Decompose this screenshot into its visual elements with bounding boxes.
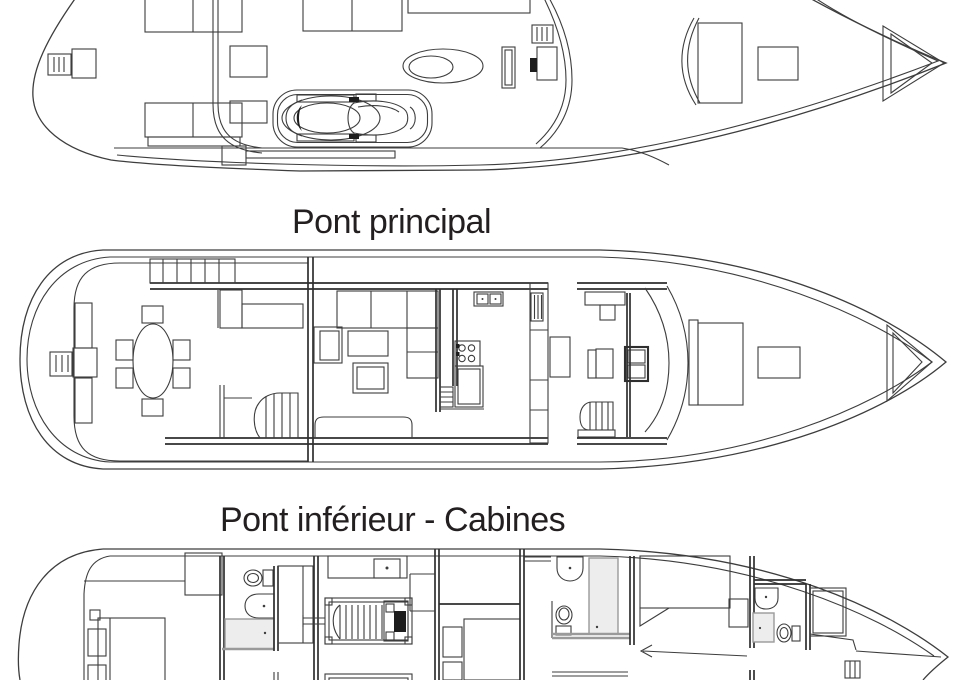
side-cabinets — [229, 45, 268, 124]
hull — [32, 0, 948, 172]
armchair — [313, 326, 343, 364]
salon-bench — [314, 416, 413, 438]
stairs-down-forward — [577, 401, 616, 438]
gangway — [221, 145, 396, 166]
counter — [327, 555, 408, 579]
deck-hatches — [697, 22, 799, 104]
toilet-icon — [243, 569, 274, 587]
guest-cabin — [409, 549, 551, 680]
main-deck-label: Pont principal — [292, 203, 492, 241]
hull — [19, 249, 948, 470]
dining-table — [132, 323, 174, 399]
bow-direction-marker-icon — [886, 323, 933, 403]
galley-stove — [454, 340, 481, 367]
sun-deck-plan — [32, 0, 948, 172]
sink-icon — [754, 587, 779, 610]
salon-walls — [150, 282, 667, 445]
windshield — [644, 285, 699, 441]
companionway-steps — [844, 660, 861, 679]
jet-ski-tender — [272, 89, 433, 148]
sunpads — [144, 0, 531, 147]
galley-sink — [473, 291, 504, 307]
dining-chairs — [115, 305, 191, 417]
salon-sofa — [336, 290, 439, 379]
wardrobe — [277, 565, 314, 644]
deck-hatch — [757, 346, 801, 379]
guest-bathroom — [551, 556, 635, 677]
forward-cabin — [809, 587, 861, 679]
galley-counter-column — [529, 282, 549, 444]
shower — [224, 618, 275, 650]
stairs-down-aft — [219, 385, 299, 439]
flybridge-stairs — [149, 258, 304, 329]
main-deck-plan — [19, 249, 948, 470]
boarding-ladder — [47, 48, 97, 79]
toilet-icon — [776, 623, 801, 643]
cocktail-table — [402, 48, 484, 84]
propeller-shaft — [302, 615, 325, 627]
aft-cabin-bed — [87, 617, 166, 680]
mast-equipment — [501, 24, 558, 89]
coffee-table — [347, 330, 389, 357]
wheelhouse — [577, 285, 699, 441]
bow-direction-marker-icon — [882, 25, 946, 102]
guest-cabin-bed — [442, 618, 521, 680]
foredeck-sunpad — [697, 322, 744, 406]
lower-deck-plan — [17, 548, 950, 680]
ottoman — [352, 362, 389, 394]
closet — [184, 552, 223, 596]
sink-icon — [556, 556, 584, 582]
galley — [435, 282, 571, 444]
hull — [17, 548, 950, 680]
shower — [588, 557, 619, 635]
aft-cabin — [84, 552, 225, 680]
foredeck — [697, 322, 933, 406]
midship-berth — [639, 555, 731, 609]
toilet-icon — [555, 605, 573, 636]
aft-bathroom — [222, 566, 279, 651]
engine — [324, 597, 413, 645]
passage-arrow-icon — [639, 644, 748, 658]
sink-icon — [244, 593, 275, 619]
cockpit-bulwark — [73, 257, 314, 462]
lower-deck-label: Pont inférieur - Cabines — [220, 501, 566, 539]
helm-console — [623, 345, 650, 383]
engine-room — [302, 555, 413, 680]
side-cabinet — [549, 336, 571, 378]
boarding-ladder — [49, 347, 98, 378]
shower — [752, 612, 775, 643]
transom-benches — [74, 302, 93, 424]
engine-mirrored — [324, 673, 413, 680]
helm-seat — [587, 348, 614, 379]
midship-cabin — [639, 555, 755, 680]
windshield — [681, 17, 701, 106]
